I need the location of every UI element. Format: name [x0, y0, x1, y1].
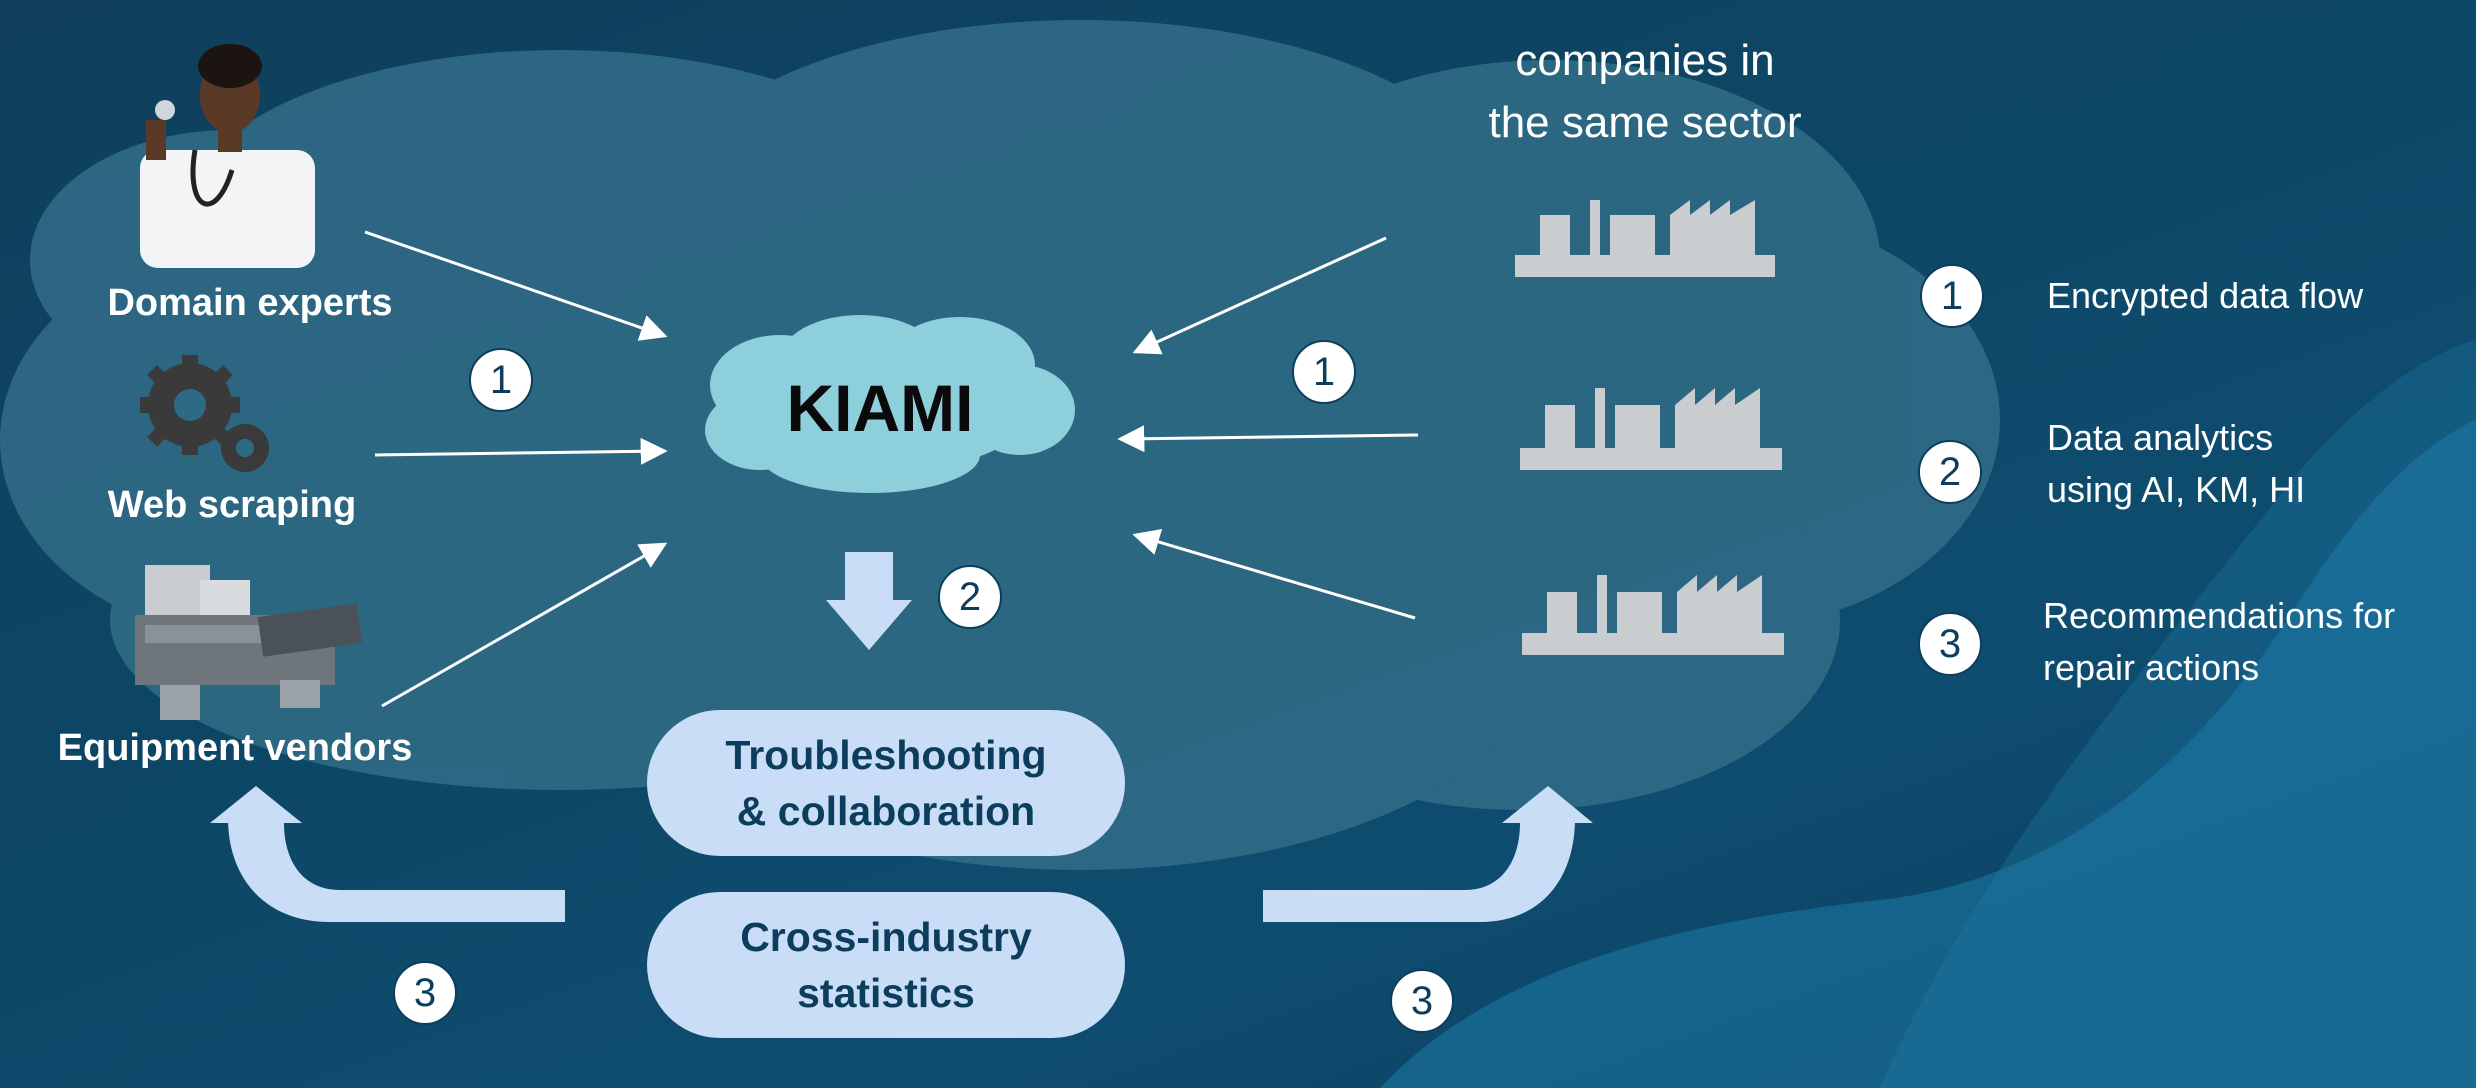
arrow-company2-to-kiami [1117, 425, 1419, 453]
troubleshooting-line2: & collaboration [736, 788, 1036, 834]
statistics-line1: Cross-industry [740, 914, 1032, 960]
arrow-company1-to-kiami [1132, 236, 1387, 355]
legend-2-badge: 2 [1918, 440, 1982, 504]
legend-1-text: Encrypted data flow [2047, 275, 2364, 316]
legend-2-text: Data analytics using AI, KM, HI [2047, 417, 2306, 510]
statistics-line2: statistics [797, 970, 975, 1016]
troubleshooting-line1: Troubleshooting [725, 732, 1047, 778]
background-wave-front [1380, 420, 2476, 1088]
troubleshooting-pill: Troubleshooting & collaboration [647, 710, 1125, 856]
domain-expert-icon [140, 44, 315, 268]
feedback-arrow-left [210, 786, 565, 922]
step-3-right-badge: 3 [1390, 969, 1454, 1033]
factory-icon-2 [1520, 388, 1782, 470]
statistics-pill: Cross-industry statistics [647, 892, 1125, 1038]
domain-experts-label: Domain experts [107, 282, 393, 324]
kiami-cloud [705, 315, 1075, 493]
legend-3-text: Recommendations for repair actions [2043, 595, 2396, 688]
step-1-right-badge: 1 [1292, 340, 1356, 404]
companies-caption: companies in the same sector [1430, 30, 1860, 154]
equipment-machine-icon [135, 565, 363, 720]
factory-icon-1 [1515, 200, 1775, 277]
equipment-vendors-label: Equipment vendors [57, 727, 413, 769]
arrow-experts-to-kiami [364, 230, 668, 341]
arrow-scraping-to-kiami [374, 437, 668, 465]
step-3-left-badge: 3 [393, 961, 457, 1025]
companies-caption-line2: the same sector [1488, 98, 1802, 147]
web-scraping-label: Web scraping [107, 484, 357, 526]
kiami-label: KIAMI [786, 371, 974, 445]
gears-icon [140, 355, 269, 472]
companies-caption-line1: companies in [1515, 36, 1775, 85]
step-1-left-badge: 1 [469, 348, 533, 412]
factory-icon-3 [1522, 575, 1784, 655]
arrow-company3-to-kiami [1132, 528, 1416, 620]
step-2-badge: 2 [938, 565, 1002, 629]
legend-3-badge: 3 [1918, 612, 1982, 676]
down-arrow [826, 552, 912, 650]
arrow-vendors-to-kiami [381, 542, 668, 708]
feedback-arrow-right [1263, 786, 1593, 922]
legend-1-badge: 1 [1920, 264, 1984, 328]
